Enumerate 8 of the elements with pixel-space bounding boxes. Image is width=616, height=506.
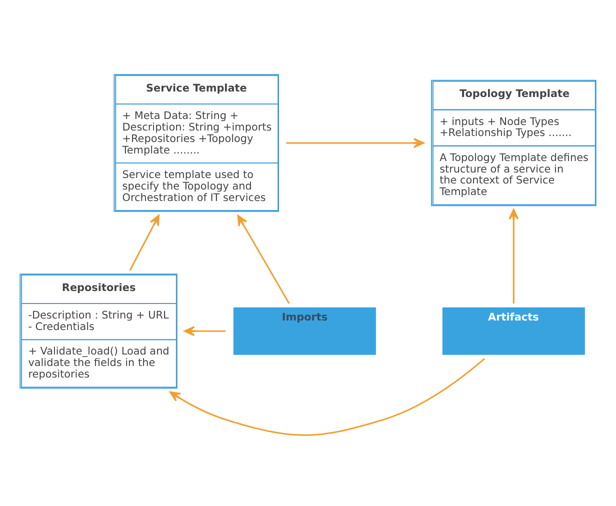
arrow (237, 214, 290, 304)
arrow (129, 214, 160, 271)
node-box: Artifacts (442, 307, 585, 355)
arrow (508, 208, 519, 304)
node-box: Imports (233, 307, 376, 355)
arrow (184, 326, 226, 336)
arrow (170, 358, 485, 436)
arrow (286, 138, 424, 148)
